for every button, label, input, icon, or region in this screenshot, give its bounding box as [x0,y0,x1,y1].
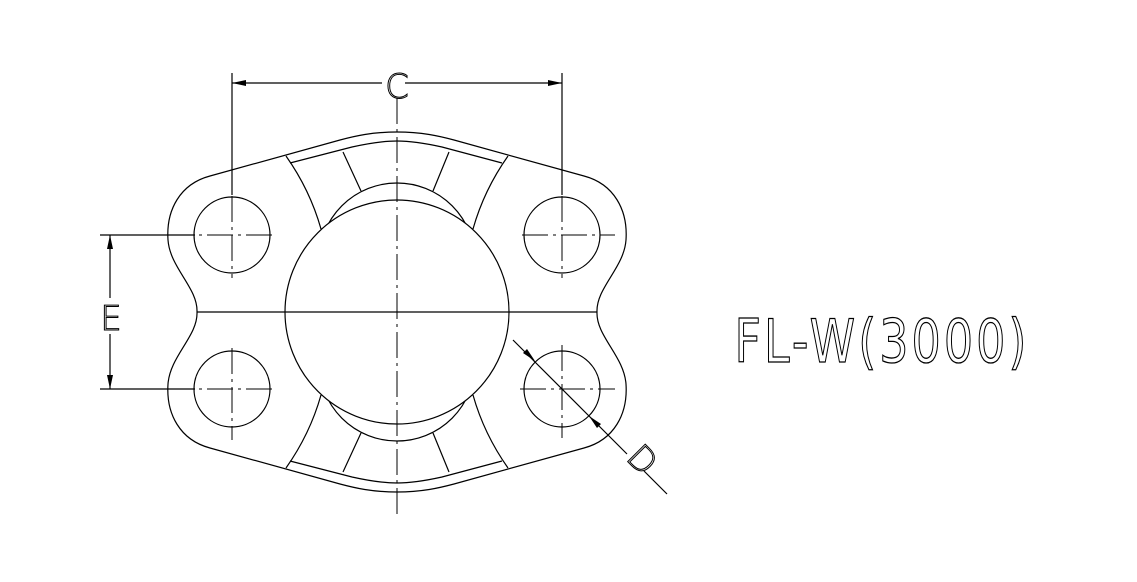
rib-line [285,394,322,469]
rib-line [432,151,450,192]
dimension-e: E [100,234,195,390]
dimension-d-label: D [618,437,665,484]
part-title: FL-W(3000) [735,307,1030,377]
rib-line [472,394,509,469]
rib-line [285,155,322,230]
dimension-c: C [231,67,563,195]
dimension-e-label: E [100,299,121,339]
rib-line [342,151,362,192]
rib-line [472,155,509,230]
rib-line [432,432,450,473]
rib-line [342,432,362,473]
dimension-c-label: C [385,67,409,107]
